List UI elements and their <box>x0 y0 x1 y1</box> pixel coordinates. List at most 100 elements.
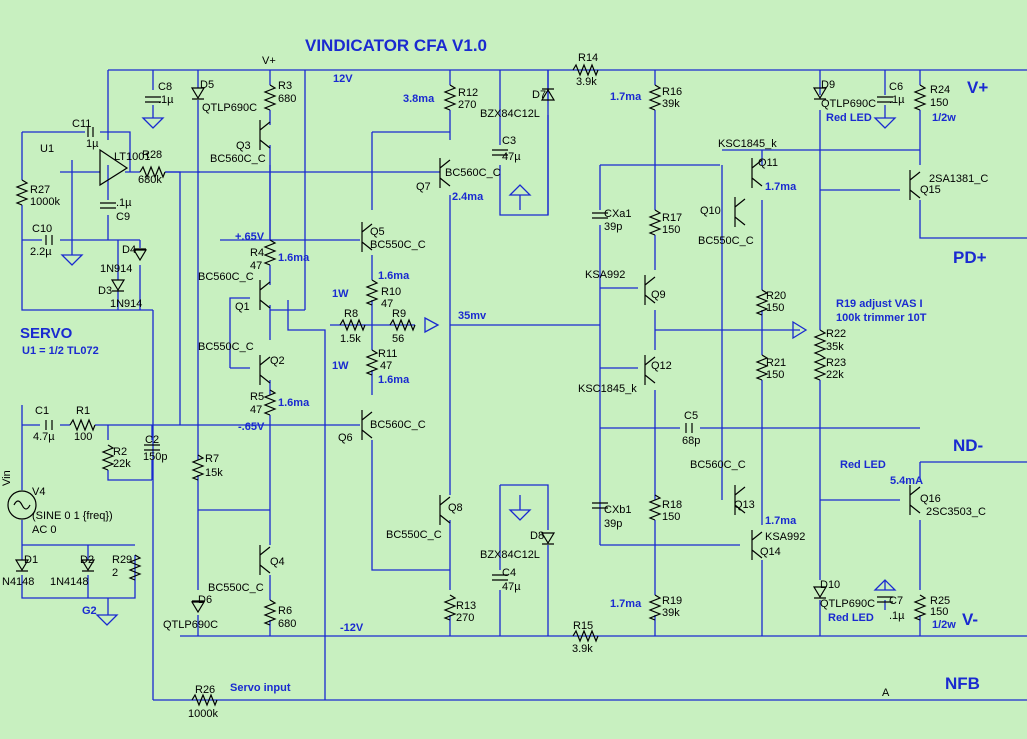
r22-ref: R22 <box>826 328 846 340</box>
r19-note-line2: 100k trimmer 10T <box>836 312 927 324</box>
transistor-icon-q7 <box>439 158 451 188</box>
q10-value: BC550C_C <box>698 235 754 247</box>
r16-value: 39k <box>662 98 680 110</box>
resistor-icon-r26 <box>191 693 218 707</box>
ground-symbols <box>60 117 897 626</box>
d6-ref: D6 <box>198 594 212 606</box>
q7-value: BC560C_C <box>445 167 501 179</box>
r26-ref: R26 <box>195 684 215 696</box>
transistor-icon-q13 <box>734 485 746 515</box>
r27-ref: R27 <box>30 184 50 196</box>
capacitor-icon-c4 <box>492 574 508 581</box>
resistor-icon-r6 <box>263 599 277 626</box>
q6-ref: Q6 <box>338 432 353 444</box>
current-annotation: 1.6ma <box>278 397 310 409</box>
q4-value: BC550C_C <box>208 582 264 594</box>
c7-ref: C7 <box>889 595 903 607</box>
r17-value: 150 <box>662 224 680 236</box>
resistor-icon-r2 <box>101 444 115 471</box>
ground-icon-c10 <box>60 254 84 266</box>
r22-value: 35k <box>826 341 844 353</box>
led-note: Red LED <box>828 612 874 624</box>
r6-ref: R6 <box>278 605 292 617</box>
r11-ref: R11 <box>378 348 397 360</box>
cxa1-value: 39p <box>604 221 622 233</box>
r1-ref: R1 <box>76 405 90 417</box>
r29-value: 2 <box>112 567 118 579</box>
cxb1-value: 39p <box>604 518 622 530</box>
resistor-icon-r7 <box>191 454 205 481</box>
vin-label: Vin <box>1 470 13 486</box>
r14-ref: R14 <box>578 52 598 64</box>
q1-ref: Q1 <box>235 301 250 313</box>
d7-value: BZX84C12L <box>480 108 540 120</box>
r23-value: 22k <box>826 369 844 381</box>
resistor-icon-r12 <box>443 84 457 111</box>
r10-value: 47 <box>381 298 393 310</box>
v4-line1: (SINE 0 1 {freq}) <box>32 510 113 522</box>
capacitor-icon-c9 <box>100 202 116 209</box>
d6-value: QTLP690C <box>163 619 218 631</box>
r13-value: 270 <box>456 612 474 624</box>
resistor-icon-r11 <box>365 349 379 376</box>
resistor-icon-r24 <box>913 84 927 111</box>
resistor-icon-r9 <box>389 318 416 332</box>
resistor-icon-r3 <box>263 84 277 111</box>
capacitor-icon-c7 <box>877 596 893 603</box>
capacitor-icon-c10 <box>45 235 53 245</box>
ground-icon-c8 <box>141 117 165 129</box>
q15-ref: Q15 <box>920 184 941 196</box>
c6-ref: C6 <box>889 81 903 93</box>
c9-value: .1µ <box>116 197 132 209</box>
d4-value: 1N914 <box>100 263 132 275</box>
v4-name: V4 <box>32 486 45 498</box>
current-annotation: 1.7ma <box>765 515 797 527</box>
r18-value: 150 <box>662 511 680 523</box>
zener-icon-d8 <box>540 532 556 545</box>
current-annotation: 1.7ma <box>610 598 642 610</box>
v4-line2: AC 0 <box>32 524 56 536</box>
transistor-icon-q9 <box>644 275 656 305</box>
c1-ref: C1 <box>35 405 49 417</box>
current-annotation: 1.6ma <box>278 252 310 264</box>
r25-ref: R25 <box>930 595 950 607</box>
c7-value: .1µ <box>889 610 905 622</box>
nd-minus-label: ND- <box>953 436 983 455</box>
d5-ref: D5 <box>200 79 214 91</box>
power-annotation: 1/2w <box>932 619 956 631</box>
r25-value: 150 <box>930 606 948 618</box>
led-icon-d5 <box>190 87 206 100</box>
resistor-icon-r29 <box>128 554 142 581</box>
q16-ref: Q16 <box>920 493 941 505</box>
current-annotation: 1.6ma <box>378 374 410 386</box>
servo-input-label: Servo input <box>230 682 291 694</box>
transistor-icon-q11 <box>751 158 763 188</box>
arrow-icon-r9 <box>424 316 440 334</box>
q2-ref: Q2 <box>270 355 285 367</box>
r4-ref: R4 <box>250 247 264 259</box>
r8-value: 1.5k <box>340 333 361 345</box>
power-annotation: 1/2w <box>932 112 956 124</box>
rail-neg12v-label: -12V <box>340 622 364 634</box>
q13-value: BC560C_C <box>690 459 746 471</box>
component-symbols <box>7 63 927 707</box>
c2-value: 150p <box>143 451 167 463</box>
r7-value: 15k <box>205 467 223 479</box>
resistor-icon-r20 <box>755 289 769 316</box>
current-annotation: 1.6ma <box>378 270 410 282</box>
r21-value: 150 <box>766 369 784 381</box>
r27-value: 1000k <box>30 196 60 208</box>
q2-value: BC550C_C <box>198 341 254 353</box>
servo-note: U1 = 1/2 TL072 <box>22 345 99 357</box>
resistor-icon-r19 <box>648 594 662 621</box>
r9-ref: R9 <box>392 308 406 320</box>
c6-value: .1µ <box>889 94 905 106</box>
q6-value: BC560C_C <box>370 419 426 431</box>
wires <box>21 69 1027 701</box>
c8-ref: C8 <box>158 81 172 93</box>
nfb-label: NFB <box>945 674 980 693</box>
r14-value: 3.9k <box>576 76 597 88</box>
resistor-icon-r16 <box>648 84 662 111</box>
c5-ref: C5 <box>684 410 698 422</box>
